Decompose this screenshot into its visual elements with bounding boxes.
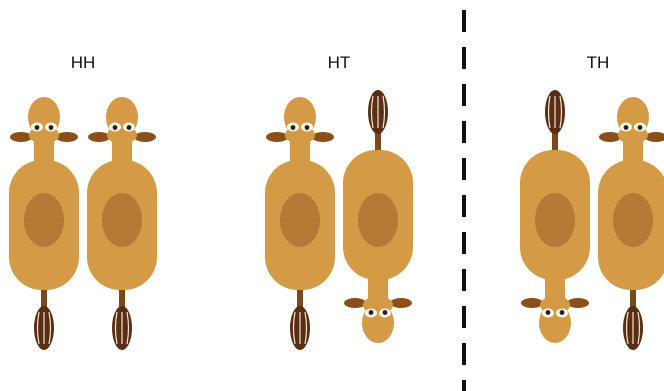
belly-spot bbox=[24, 193, 64, 247]
pupil bbox=[383, 310, 388, 315]
animal-th-left bbox=[520, 90, 590, 343]
animal-ht-left bbox=[265, 97, 335, 350]
pupil bbox=[624, 125, 629, 130]
ear-right bbox=[645, 132, 664, 142]
ear-right bbox=[521, 298, 543, 308]
pupil bbox=[560, 310, 565, 315]
pupil bbox=[49, 125, 54, 130]
ear-left bbox=[390, 298, 412, 308]
belly-spot bbox=[102, 193, 142, 247]
pupil bbox=[638, 125, 643, 130]
animal-ht-right bbox=[343, 90, 413, 343]
animals-group bbox=[9, 90, 664, 350]
belly-spot bbox=[280, 193, 320, 247]
label-ht: HT bbox=[328, 53, 351, 72]
animal-hh-right bbox=[87, 97, 157, 350]
label-th: TH bbox=[587, 53, 610, 72]
pupil bbox=[546, 310, 551, 315]
ear-left bbox=[10, 132, 32, 142]
pupil bbox=[35, 125, 40, 130]
ear-right bbox=[312, 132, 334, 142]
ear-left bbox=[88, 132, 110, 142]
animal-th-right bbox=[598, 97, 664, 350]
ear-left bbox=[599, 132, 621, 142]
pupil bbox=[127, 125, 132, 130]
ear-right bbox=[56, 132, 78, 142]
ear-right bbox=[344, 298, 366, 308]
pupil bbox=[369, 310, 374, 315]
ear-left bbox=[266, 132, 288, 142]
belly-spot bbox=[535, 193, 575, 247]
belly-spot bbox=[358, 193, 398, 247]
pupil bbox=[305, 125, 310, 130]
label-hh: HH bbox=[71, 53, 96, 72]
animal-hh-left bbox=[9, 97, 79, 350]
belly-spot bbox=[613, 193, 653, 247]
ear-right bbox=[134, 132, 156, 142]
pupil bbox=[113, 125, 118, 130]
ear-left bbox=[567, 298, 589, 308]
pupil bbox=[291, 125, 296, 130]
